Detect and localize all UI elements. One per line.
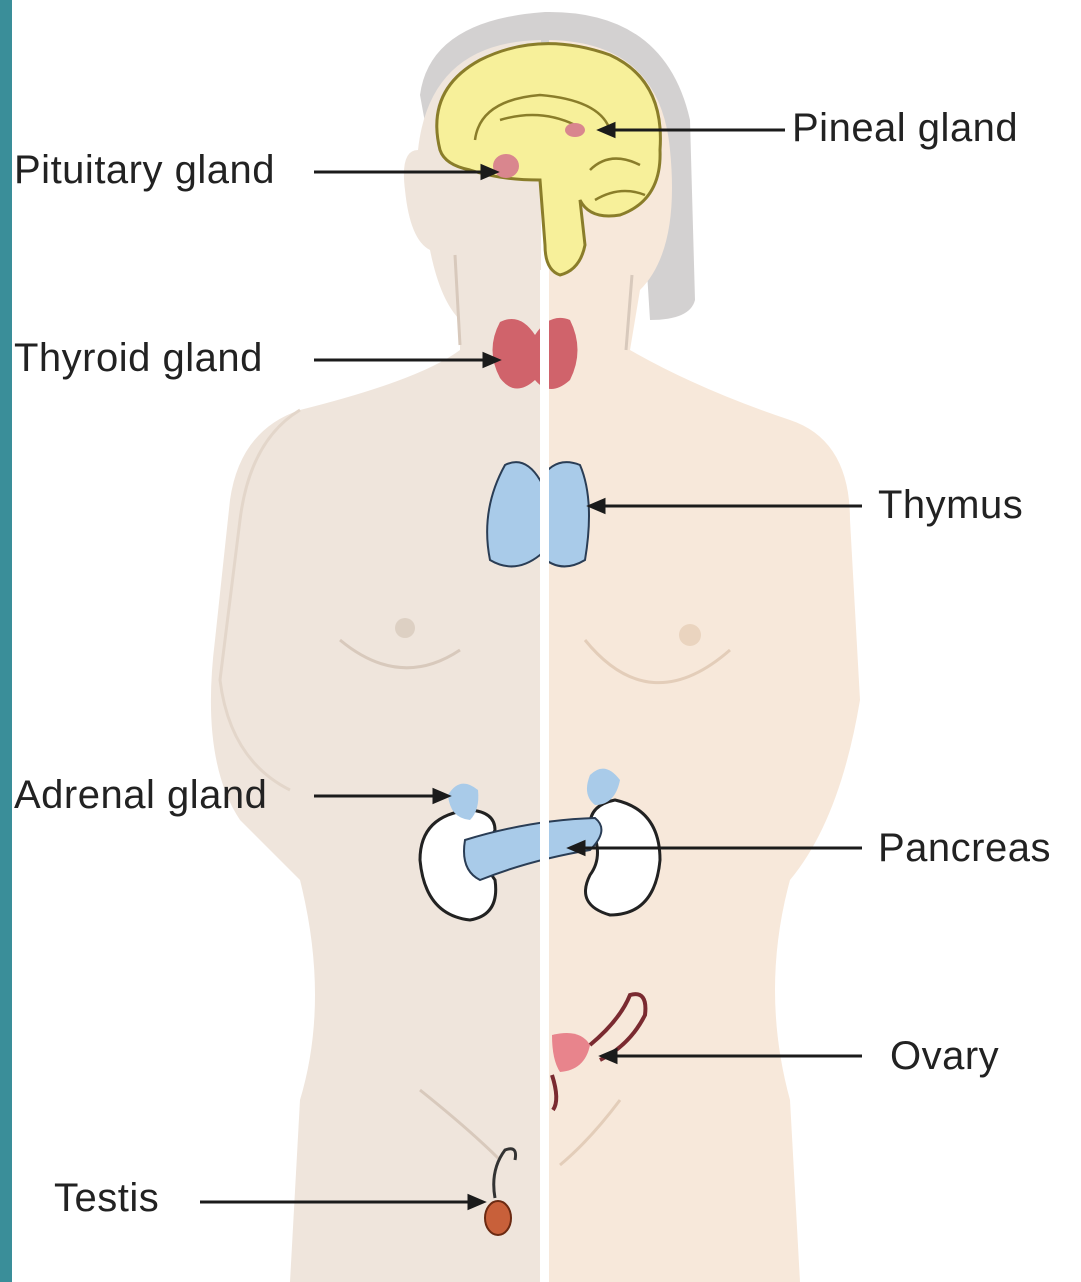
label-ovary: Ovary (890, 1036, 999, 1076)
label-pancreas: Pancreas (878, 828, 1051, 868)
label-thyroid-gland: Thyroid gland (14, 338, 263, 378)
midline-divider (540, 270, 549, 1282)
testis-shape (485, 1201, 511, 1235)
pituitary-gland-shape (493, 154, 519, 178)
label-adrenal-gland: Adrenal gland (14, 775, 267, 815)
thymus-shape (487, 462, 589, 566)
label-pineal-gland: Pineal gland (792, 108, 1018, 148)
pineal-gland-shape (565, 123, 585, 137)
label-thymus: Thymus (878, 485, 1023, 525)
label-testis: Testis (54, 1178, 159, 1218)
label-pituitary-gland: Pituitary gland (14, 150, 275, 190)
body-right-half (545, 40, 860, 1282)
body-left-half (211, 40, 545, 1282)
